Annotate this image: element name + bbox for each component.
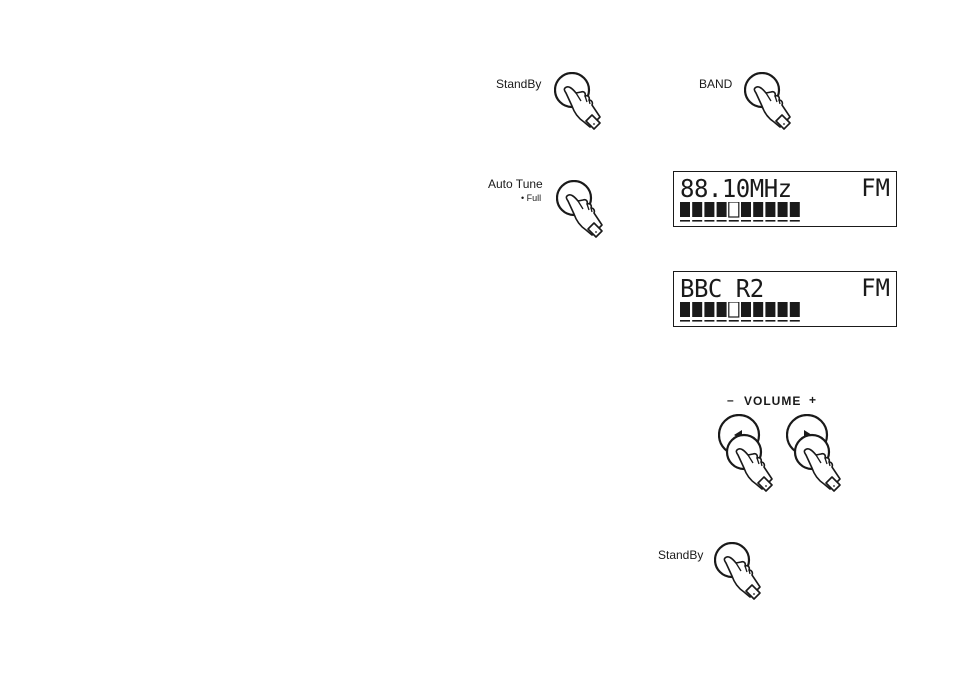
level-underline: [704, 320, 715, 322]
pressing-hand-icon: [793, 433, 842, 493]
autotune-full-label: • Full: [521, 193, 542, 203]
volume-up-button[interactable]: [786, 414, 856, 496]
level-underline: [777, 220, 788, 222]
standby-label-bottom: StandBy: [658, 548, 704, 562]
standby-label-top: StandBy: [496, 77, 542, 91]
standby-button-bottom[interactable]: [714, 542, 780, 612]
level-segment: [789, 302, 800, 317]
level-segment: [741, 202, 751, 217]
level-segment: [777, 202, 788, 217]
level-underline: [680, 220, 690, 222]
level-underline: [692, 220, 703, 222]
autotune-label: Auto Tune: [488, 177, 543, 191]
level-segment: [704, 202, 715, 217]
pressing-hand-icon: [556, 180, 604, 239]
level-underline: [680, 320, 690, 322]
lcd-frequency-text: 88.10MHz: [680, 174, 792, 204]
level-segment: [680, 302, 690, 317]
level-segment: [692, 302, 703, 317]
level-segment: [789, 202, 800, 217]
level-underline: [789, 220, 800, 222]
pressing-hand-icon: [744, 72, 792, 131]
level-underline: [741, 320, 751, 322]
pressing-hand-icon: [554, 72, 602, 131]
level-underline: [789, 320, 800, 322]
level-segment: [753, 202, 764, 217]
level-underline: [692, 320, 703, 322]
level-underline: [716, 320, 727, 322]
level-segment: [716, 202, 727, 217]
level-segment: [765, 202, 776, 217]
level-segment: [704, 302, 715, 317]
level-underline: [753, 220, 764, 222]
lcd-station-text: BBC R2: [680, 274, 764, 304]
volume-down-button[interactable]: [718, 414, 788, 496]
level-marker: [728, 202, 740, 218]
pressing-hand-icon: [714, 542, 762, 601]
level-segment: [680, 202, 690, 217]
level-underline: [704, 220, 715, 222]
level-underline: [728, 320, 739, 322]
band-button[interactable]: [744, 72, 804, 142]
level-segment: [753, 302, 764, 317]
autotune-button[interactable]: [556, 180, 620, 246]
signal-level-bar: [680, 202, 800, 222]
level-marker: [728, 302, 740, 318]
level-underline: [765, 220, 776, 222]
band-label: BAND: [699, 77, 733, 91]
level-segment: [765, 302, 776, 317]
level-underline: [765, 320, 776, 322]
level-segment: [741, 302, 751, 317]
level-underline: [777, 320, 788, 322]
level-segment: [777, 302, 788, 317]
lcd-band-text: FM: [861, 274, 890, 302]
volume-plus-sign: +: [809, 393, 818, 407]
level-segment: [716, 302, 727, 317]
standby-button-top[interactable]: [554, 72, 614, 142]
level-underline: [741, 220, 751, 222]
signal-level-bar: [680, 302, 800, 322]
pressing-hand-icon: [725, 433, 774, 493]
level-underline: [753, 320, 764, 322]
volume-label: VOLUME: [744, 394, 802, 408]
lcd-display-frequency: 88.10MHz FM: [673, 171, 897, 227]
lcd-band-text: FM: [861, 174, 890, 202]
volume-minus-sign: –: [727, 393, 735, 407]
level-segment: [692, 202, 703, 217]
level-underline: [728, 220, 739, 222]
lcd-display-station: BBC R2 FM: [673, 271, 897, 327]
level-underline: [716, 220, 727, 222]
